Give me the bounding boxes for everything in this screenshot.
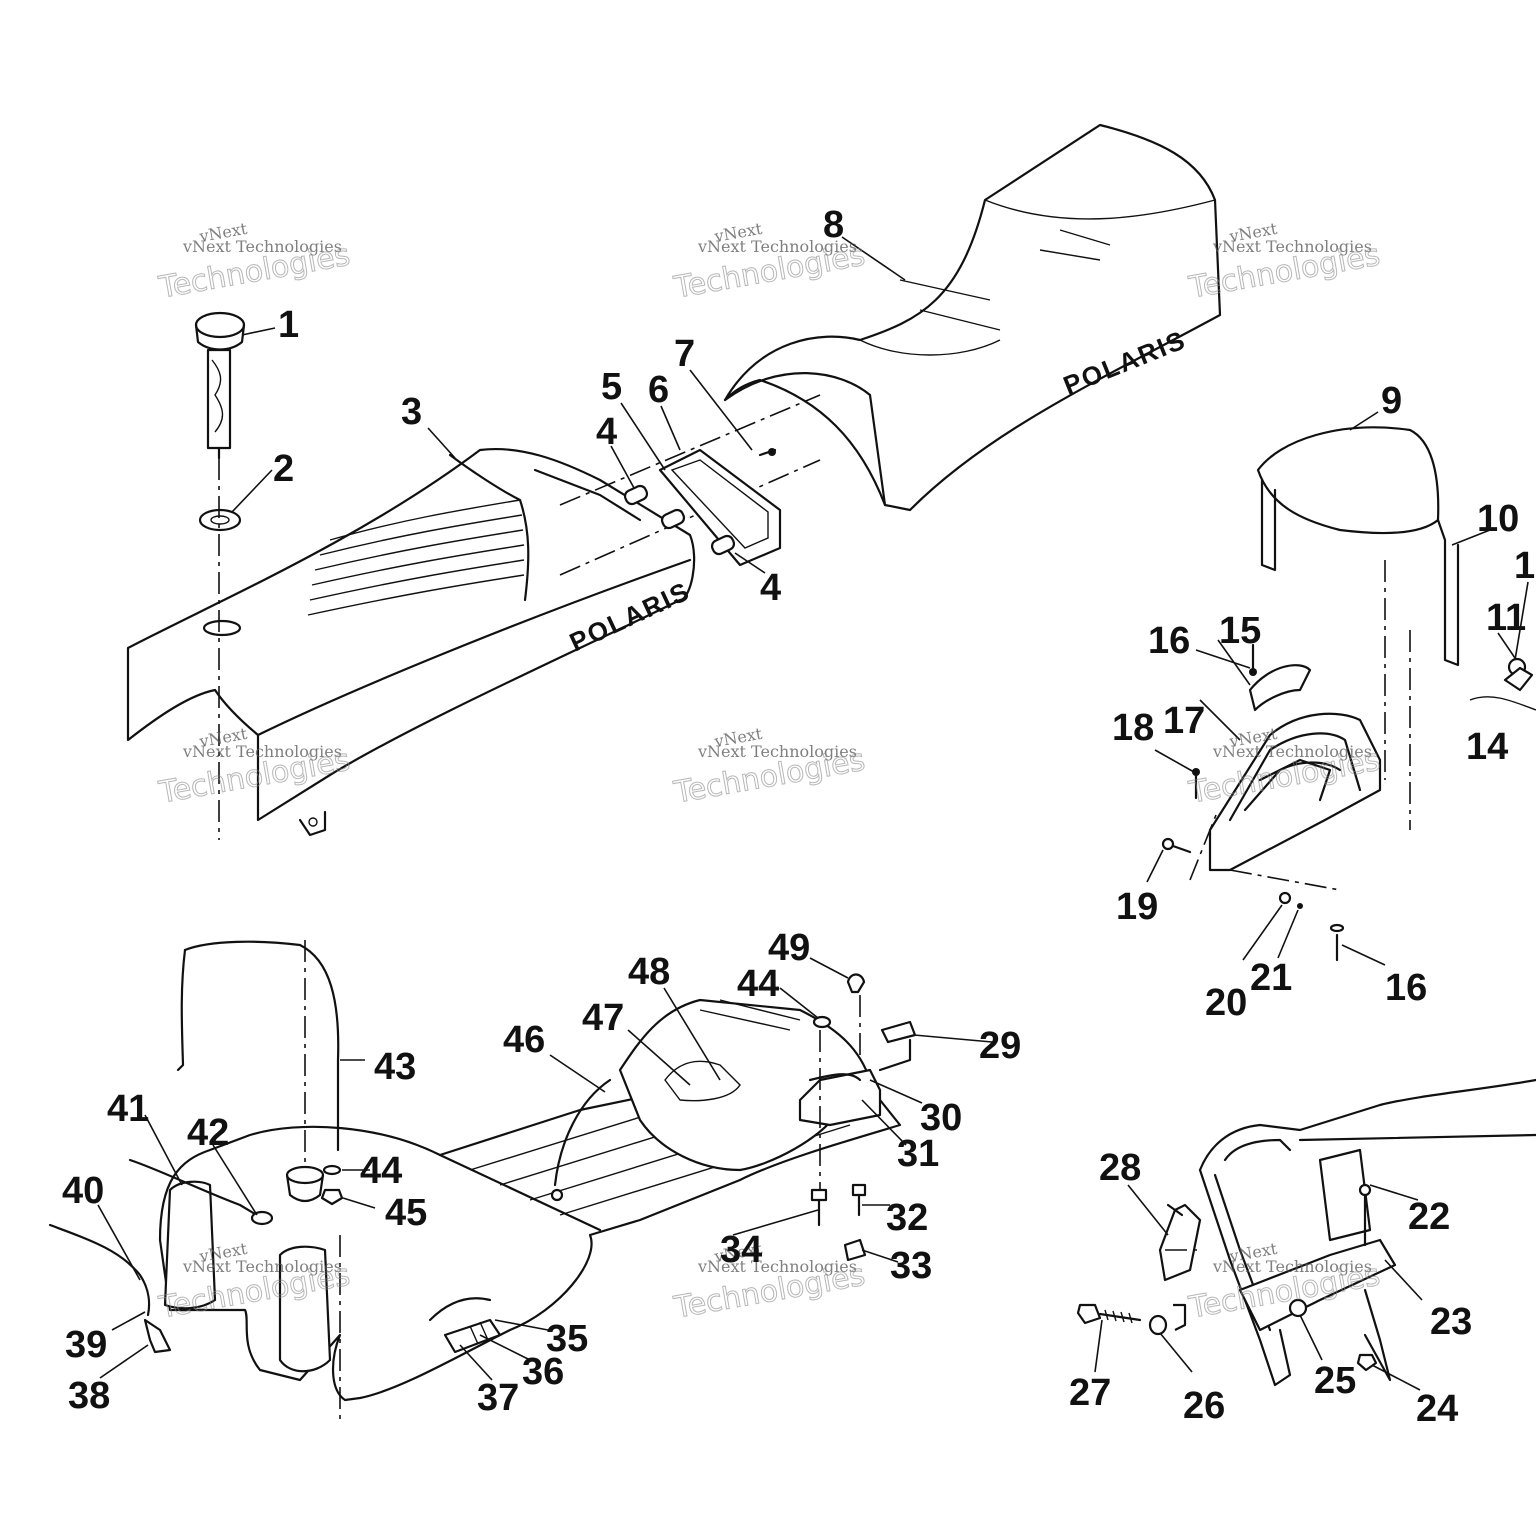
callout-12: 12 (1514, 545, 1536, 587)
callout-2: 2 (273, 448, 294, 490)
watermark-bottom-center: vNext vNext Technologies Technologies (670, 1239, 868, 1327)
callout-34: 34 (720, 1229, 762, 1271)
callout-10: 10 (1477, 498, 1519, 540)
callout-22: 22 (1408, 1196, 1450, 1238)
callout-37: 37 (477, 1377, 519, 1419)
callout-4b: 4 (760, 567, 781, 609)
callout-32: 32 (886, 1197, 928, 1239)
callout-44: 44 (360, 1150, 402, 1192)
filler-cap-part-1 (194, 311, 246, 460)
callout-11: 11 (1486, 597, 1526, 639)
callout-49: 49 (768, 927, 810, 969)
callout-6: 6 (648, 369, 669, 411)
callout-23: 23 (1430, 1301, 1472, 1343)
callout-1: 1 (278, 304, 299, 346)
watermark-middle-left: vNext vNext Technologies Technologies (155, 724, 353, 812)
rear-seat-part-8: POLARIS (723, 123, 1222, 512)
callout-42: 42 (187, 1112, 229, 1154)
svg-text:vNext Technologies: vNext Technologies (697, 742, 857, 761)
callout-15: 15 (1219, 610, 1261, 652)
callout-41: 41 (107, 1088, 149, 1130)
callout-27: 27 (1069, 1372, 1111, 1414)
backrest-hardware-11-12 (1469, 657, 1536, 711)
callout-8: 8 (823, 204, 844, 246)
callout-36: 36 (522, 1351, 564, 1393)
callout-43: 43 (374, 1046, 416, 1088)
callout-26: 26 (1183, 1385, 1225, 1427)
svg-text:vNext Technologies: vNext Technologies (1212, 1257, 1372, 1276)
grommet-part-2 (198, 508, 242, 532)
callout-25: 25 (1314, 1360, 1356, 1402)
fuel-tank-assembly (48, 940, 917, 1420)
backrest-bracket-parts-15-21 (1161, 643, 1382, 962)
callout-38: 38 (68, 1375, 110, 1417)
svg-text:vNext Technologies: vNext Technologies (182, 742, 342, 761)
leader-lines (97, 236, 1529, 1391)
callout-31: 31 (897, 1133, 939, 1175)
callout-46: 46 (503, 1019, 545, 1061)
svg-text:vNext Technologies: vNext Technologies (1212, 742, 1372, 761)
polaris-logo-front-seat: POLARIS (565, 575, 695, 657)
polaris-logo-rear-seat: POLARIS (1059, 324, 1190, 400)
seat-bracket-hardware (559, 394, 821, 576)
callout-48: 48 (628, 951, 670, 993)
svg-text:vNext Technologies: vNext Technologies (182, 1257, 342, 1276)
callout-14: 14 (1466, 726, 1508, 768)
callout-19: 19 (1116, 886, 1158, 928)
callout-39: 39 (65, 1324, 107, 1366)
rear-rack-parts-22-28 (1076, 1078, 1536, 1387)
watermark-middle-right: vNext vNext Technologies Technologies (1185, 724, 1383, 812)
svg-text:vNext Technologies: vNext Technologies (697, 1257, 857, 1276)
svg-text:vNext Technologies: vNext Technologies (182, 237, 342, 256)
watermark-top-left: vNext vNext Technologies Technologies (155, 219, 353, 307)
callout-45: 45 (385, 1192, 427, 1234)
callout-35: 35 (546, 1318, 588, 1360)
callout-labels: 1 2 3 4 5 6 7 4 8 9 10 11 12 14 15 16 17… (62, 204, 1536, 1430)
watermark-bottom-left: vNext vNext Technologies Technologies (155, 1239, 353, 1327)
callout-40: 40 (62, 1170, 104, 1212)
watermark-middle-center: vNext vNext Technologies Technologies (670, 724, 868, 812)
callout-18: 18 (1112, 707, 1154, 749)
callout-24: 24 (1416, 1388, 1458, 1430)
callout-20: 20 (1205, 982, 1247, 1024)
callout-21: 21 (1250, 957, 1292, 999)
callout-29: 29 (979, 1025, 1021, 1067)
callout-7: 7 (674, 333, 695, 375)
callout-47: 47 (582, 997, 624, 1039)
callout-3: 3 (401, 391, 422, 433)
callout-5: 5 (601, 366, 622, 408)
callout-9: 9 (1381, 380, 1402, 422)
callout-16: 16 (1148, 620, 1190, 662)
backrest-part-9 (1256, 426, 1460, 830)
callout-44b: 44 (737, 963, 779, 1005)
callout-28: 28 (1099, 1147, 1141, 1189)
callout-30: 30 (920, 1097, 962, 1139)
callout-17: 17 (1163, 700, 1205, 742)
svg-text:vNext Technologies: vNext Technologies (1212, 237, 1372, 256)
svg-text:vNext Technologies: vNext Technologies (697, 237, 857, 256)
callout-16b: 16 (1385, 967, 1427, 1009)
callout-4: 4 (596, 411, 617, 453)
callout-33: 33 (890, 1245, 932, 1287)
